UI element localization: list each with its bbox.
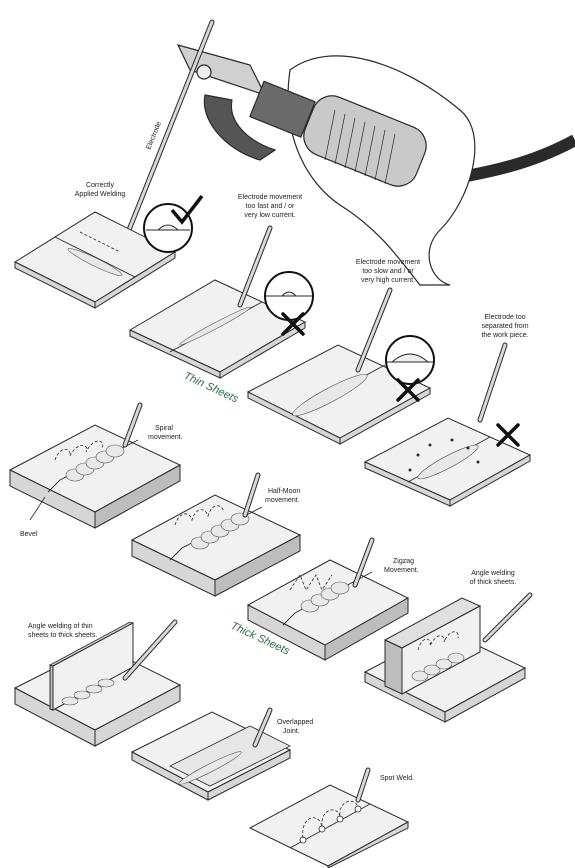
too-slow-label-3: very high current. bbox=[361, 277, 415, 284]
angle-thin-label-2: sheets to thick sheets. bbox=[28, 632, 97, 639]
pivot-pin bbox=[196, 64, 212, 80]
overlapped-label-2: Joint. bbox=[283, 728, 300, 735]
bevel-label: Bevel bbox=[20, 531, 38, 538]
panel-spiral: Spiral movement. Bevel bbox=[8, 402, 183, 538]
panel-zigzag: Zigzag Movement. bbox=[246, 537, 419, 661]
spot-weld-label: Spot Weld. bbox=[380, 775, 414, 782]
too-far-label-1: Electrode too bbox=[484, 314, 525, 321]
too-far-label-3: the work piece. bbox=[481, 332, 528, 339]
lower-lever bbox=[203, 94, 277, 161]
holder-body bbox=[249, 80, 316, 138]
angle-thin-label-1: Angle welding of thin bbox=[28, 623, 93, 630]
too-slow-label-2: too slow and / or bbox=[362, 268, 414, 275]
spiral-label-2: movement. bbox=[148, 434, 183, 441]
electrode-holder-illustration: Electrode bbox=[122, 19, 575, 286]
too-fast-label-2: too fast and / or bbox=[246, 203, 295, 210]
panel-spot-weld: Spot Weld. bbox=[248, 767, 414, 868]
too-fast-label-3: very low current. bbox=[244, 212, 295, 219]
zigzag-label-1: Zigzag bbox=[393, 558, 414, 565]
handle-grip bbox=[324, 109, 396, 185]
too-slow-label-1: Electrode movement bbox=[356, 259, 420, 266]
zigzag-label-2: Movement. bbox=[384, 567, 419, 574]
panel-too-slow: Electrode movement too slow and / or ver… bbox=[246, 259, 435, 445]
angle-thick-label-2: of thick sheets. bbox=[470, 579, 517, 586]
section-thin-sheets: Thin Sheets bbox=[182, 370, 241, 406]
panel-overlapped: Overlapped Joint. bbox=[130, 707, 313, 801]
panel-too-fast: Electrode movement too fast and / or ver… bbox=[128, 194, 314, 379]
spiral-label-1: Spiral bbox=[155, 425, 173, 432]
check-icon bbox=[170, 194, 204, 225]
correct-label-1: Correctly bbox=[86, 182, 115, 189]
holder-handle bbox=[303, 95, 427, 187]
panel-angle-thin: Angle welding of thin sheets to thick sh… bbox=[13, 619, 182, 747]
half-moon-label-1: Half-Moon bbox=[268, 488, 300, 495]
angle-thick-label-1: Angle welding bbox=[471, 570, 515, 577]
too-fast-label-1: Electrode movement bbox=[238, 194, 302, 201]
panel-half-moon: Half-Moon movement. bbox=[130, 472, 302, 597]
panel-correct-weld: Correctly Applied Welding bbox=[13, 182, 204, 309]
panel-angle-thick: Angle welding of thick sheets. bbox=[363, 570, 533, 723]
overlapped-label-1: Overlapped bbox=[277, 719, 313, 726]
panel-too-far: Electrode too separated from the work pi… bbox=[363, 314, 532, 507]
too-far-label-2: separated from bbox=[481, 323, 528, 330]
half-moon-label-2: movement. bbox=[265, 497, 300, 504]
correct-label-2: Applied Welding bbox=[75, 191, 126, 198]
